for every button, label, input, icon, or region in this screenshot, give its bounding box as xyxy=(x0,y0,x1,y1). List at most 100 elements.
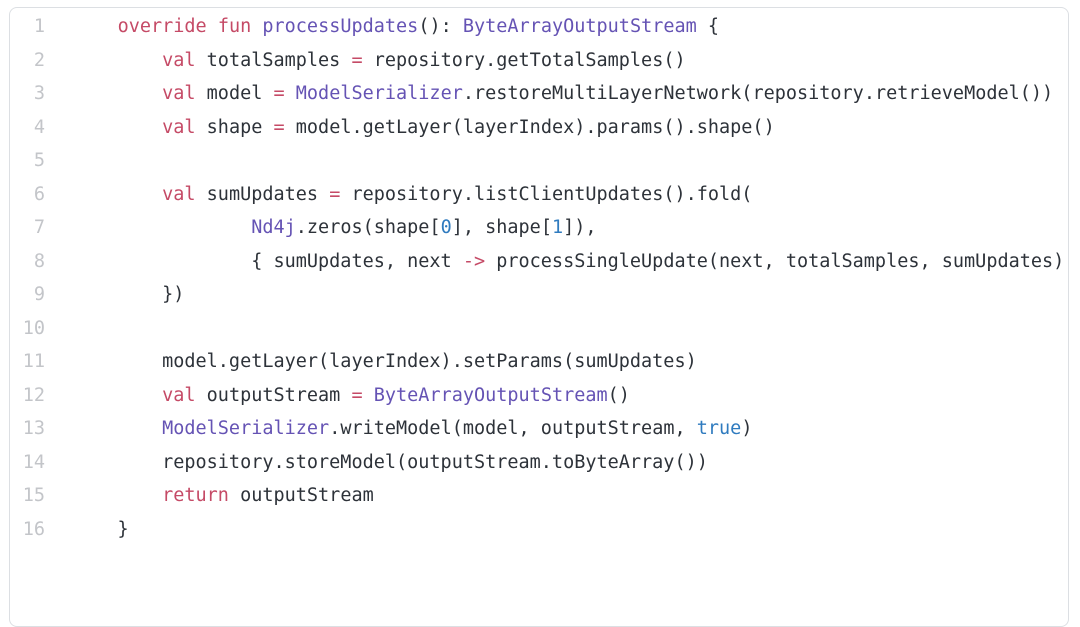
code-token: ) xyxy=(741,418,753,439)
code-token: repository.getTotalSamples() xyxy=(362,49,686,71)
code-token: = xyxy=(351,49,363,71)
code-line: 3 val model = ModelSerializer.restoreMul… xyxy=(10,77,1068,111)
code-text: Nd4j.zeros(shape[0], shape[1]), xyxy=(45,211,597,245)
code-text: { sumUpdates, next -> processSingleUpdat… xyxy=(45,245,1064,279)
code-token: totalSamples xyxy=(195,49,352,71)
code-token xyxy=(73,83,162,104)
code-line: 11 model.getLayer(layerIndex).setParams(… xyxy=(10,345,1068,379)
line-number[interactable]: 15 xyxy=(22,485,45,506)
code-token: outputStream xyxy=(195,384,352,406)
code-token: true xyxy=(696,418,742,439)
code-text: val sumUpdates = repository.listClientUp… xyxy=(45,178,752,212)
code-token: outputStream xyxy=(228,485,374,506)
code-token: () xyxy=(607,384,630,406)
code-token xyxy=(251,16,262,37)
code-token: val xyxy=(162,116,196,138)
code-line: 6 val sumUpdates = repository.listClient… xyxy=(10,178,1068,212)
code-token: sumUpdates xyxy=(195,183,330,205)
code-token: 0 xyxy=(440,217,452,238)
code-token xyxy=(363,385,374,406)
code-text: override fun processUpdates(): ByteArray… xyxy=(45,10,720,44)
code-text: model.getLayer(layerIndex).setParams(sum… xyxy=(45,345,697,379)
code-token: ]), xyxy=(563,217,597,238)
code-line: 8 { sumUpdates, next -> processSingleUpd… xyxy=(10,245,1068,279)
code-token: fun xyxy=(217,16,252,37)
code-text: val shape = model.getLayer(layerIndex).p… xyxy=(45,111,775,145)
code-token xyxy=(73,184,162,205)
code-token: repository.listClientUpdates().fold( xyxy=(340,183,753,205)
line-number[interactable]: 1 xyxy=(33,16,45,37)
code-token: model.getLayer(layerIndex).params().shap… xyxy=(284,116,775,138)
code-token xyxy=(73,50,162,71)
code-token: ModelSerializer xyxy=(162,418,330,439)
code-token: val xyxy=(162,83,196,104)
code-token: = xyxy=(273,116,285,138)
code-text: val model = ModelSerializer.restoreMulti… xyxy=(45,77,1053,111)
code-token: -> xyxy=(462,250,486,272)
line-number[interactable]: 8 xyxy=(33,250,45,272)
line-number[interactable]: 3 xyxy=(33,83,45,104)
line-number[interactable]: 11 xyxy=(22,351,45,372)
code-token xyxy=(73,385,162,406)
code-token xyxy=(207,16,218,37)
code-text: return outputStream xyxy=(45,479,374,513)
code-line: 10 xyxy=(10,312,1068,346)
code-line: 14 repository.storeModel(outputStream.to… xyxy=(10,446,1068,480)
line-number[interactable]: 7 xyxy=(33,217,45,238)
code-token: .restoreMultiLayerNetwork(repository.ret… xyxy=(462,83,1054,104)
code-token: model xyxy=(195,83,274,104)
code-line: 4 val shape = model.getLayer(layerIndex)… xyxy=(10,111,1068,145)
code-token: .writeModel(model, outputStream, xyxy=(329,418,697,439)
code-text: repository.storeModel(outputStream.toByt… xyxy=(45,446,708,480)
code-token xyxy=(73,485,162,506)
code-token: val xyxy=(162,49,196,71)
code-line: 13 ModelSerializer.writeModel(model, out… xyxy=(10,412,1068,446)
code-line: 12 val outputStream = ByteArrayOutputStr… xyxy=(10,379,1068,413)
line-number[interactable]: 10 xyxy=(22,317,45,339)
code-line: 5 xyxy=(10,144,1068,178)
code-token xyxy=(73,117,162,138)
code-token: = xyxy=(351,384,363,406)
code-token: model.getLayer(layerIndex).setParams(sum… xyxy=(73,351,697,372)
code-token: ModelSerializer xyxy=(295,83,463,104)
code-line: 1 override fun processUpdates(): ByteArr… xyxy=(10,10,1068,44)
code-token xyxy=(73,16,118,37)
code-text xyxy=(45,312,73,346)
code-text xyxy=(45,144,73,178)
line-number[interactable]: 6 xyxy=(33,183,45,205)
code-token: }) xyxy=(73,284,185,305)
code-token: ByteArrayOutputStream xyxy=(462,16,697,37)
code-token: return xyxy=(162,485,229,506)
code-token: = xyxy=(329,183,341,205)
code-text: }) xyxy=(45,278,184,312)
code-token: Nd4j xyxy=(251,217,296,238)
code-token: val xyxy=(162,384,196,406)
code-token: processUpdates xyxy=(262,16,419,37)
code-text: ModelSerializer.writeModel(model, output… xyxy=(45,412,752,446)
code-line: 7 Nd4j.zeros(shape[0], shape[1]), xyxy=(10,211,1068,245)
code-token: ByteArrayOutputStream xyxy=(373,384,608,406)
code-line: 16 } xyxy=(10,513,1068,547)
code-block-container: 1 override fun processUpdates(): ByteArr… xyxy=(9,7,1069,627)
code-token: .zeros(shape[ xyxy=(295,217,441,238)
line-number[interactable]: 13 xyxy=(22,418,45,439)
code-token: repository.storeModel(outputStream.toByt… xyxy=(73,451,708,473)
code-token xyxy=(73,418,162,439)
code-line: 15 return outputStream xyxy=(10,479,1068,513)
line-number[interactable]: 16 xyxy=(22,518,45,540)
code-token: 1 xyxy=(551,217,564,238)
line-number[interactable]: 14 xyxy=(22,451,45,473)
code-token: val xyxy=(162,183,196,205)
code-token: { sumUpdates, next xyxy=(73,250,463,272)
line-number[interactable]: 4 xyxy=(33,116,45,138)
line-number[interactable]: 12 xyxy=(22,384,45,406)
code-token: } xyxy=(73,518,129,540)
code-line: 9 }) xyxy=(10,278,1068,312)
line-number[interactable]: 5 xyxy=(33,150,45,171)
code-token: processSingleUpdate(next, totalSamples, … xyxy=(485,250,1065,272)
code-token xyxy=(285,83,296,104)
code-token: { xyxy=(696,16,720,37)
line-number[interactable]: 9 xyxy=(33,284,45,305)
line-number[interactable]: 2 xyxy=(33,49,45,71)
code-token: override xyxy=(117,16,207,37)
